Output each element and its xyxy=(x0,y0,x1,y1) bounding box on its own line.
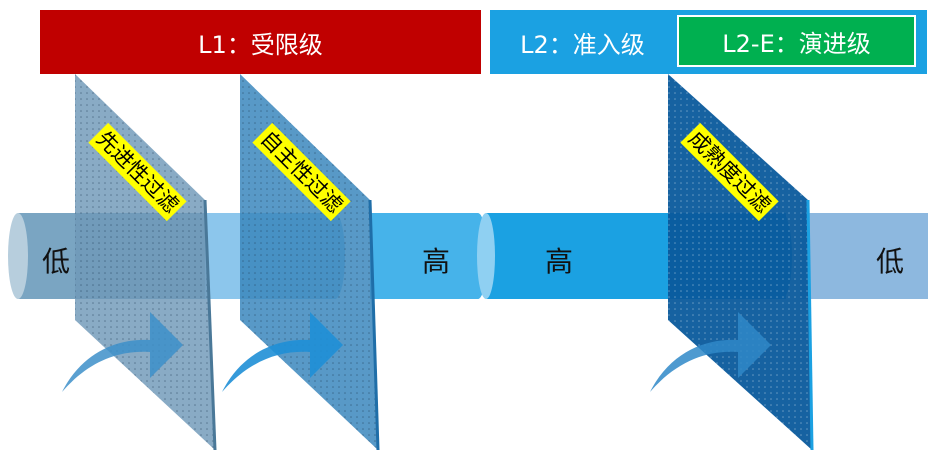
header-l2-label: L2：准入级 xyxy=(520,30,645,59)
flow-arrow-icon xyxy=(62,312,183,392)
filter-panel-autonomy xyxy=(240,74,380,451)
level-label-high-next: 高 xyxy=(545,245,574,278)
filter-panel-advanced xyxy=(75,74,217,451)
flow-arrow-icon xyxy=(650,312,771,392)
level-label-low-end: 低 xyxy=(876,245,905,278)
pipe-segment-5 xyxy=(800,213,928,299)
level-label-high-mid: 高 xyxy=(422,245,451,278)
header-l1-restricted: L1：受限级 xyxy=(40,10,481,74)
filter-panel-maturity xyxy=(668,74,814,451)
level-label-low-start: 低 xyxy=(42,245,71,278)
flow-arrow-icon xyxy=(222,312,343,392)
header-l2e-label: L2-E：演进级 xyxy=(722,29,871,58)
header-l2e-evolution: L2-E：演进级 xyxy=(677,15,916,67)
header-l1-label: L1：受限级 xyxy=(198,30,323,59)
header-l2-admission: L2：准入级 L2-E：演进级 xyxy=(490,10,927,74)
